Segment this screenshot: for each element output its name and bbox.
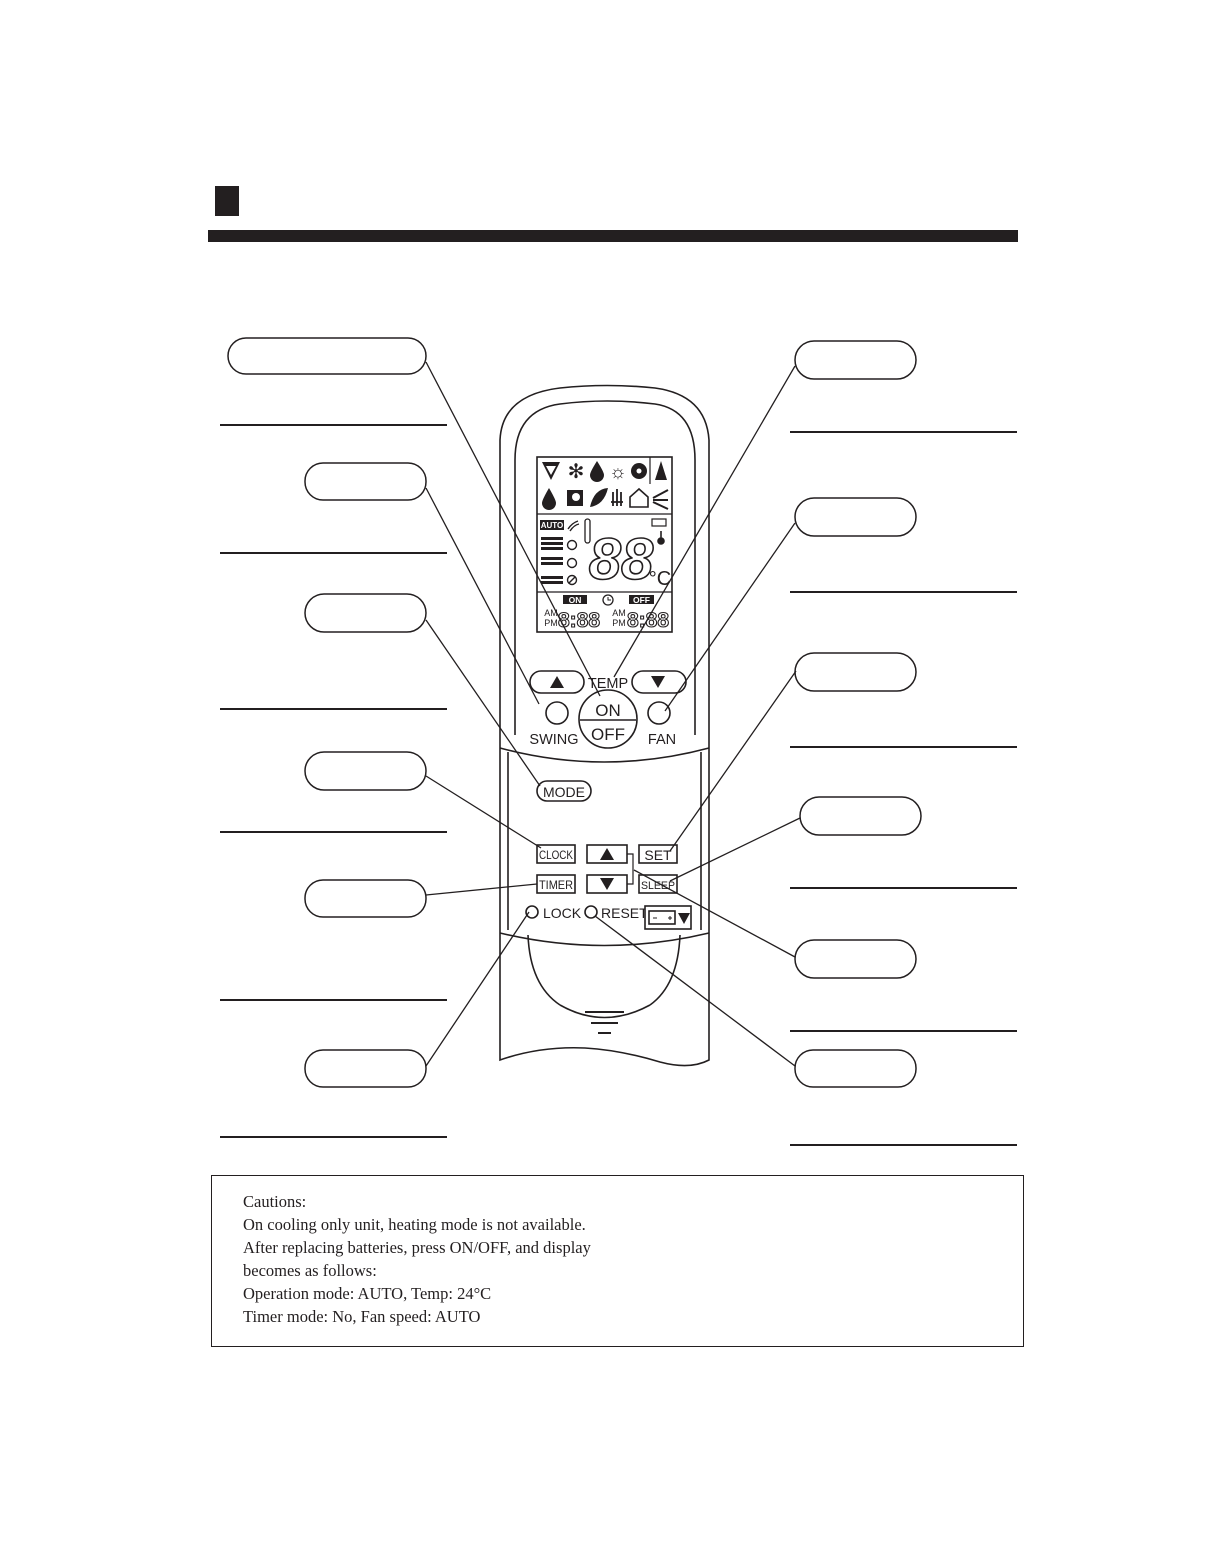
left-rules [220, 424, 447, 1138]
auto-badge [540, 520, 564, 530]
triangle-up-icon [550, 676, 564, 688]
triangle-up-icon [600, 848, 614, 860]
temp-unit: °C [649, 568, 671, 590]
lock-button[interactable] [525, 905, 539, 919]
callout-fan [794, 497, 917, 537]
clock-button[interactable]: CLOCK [536, 844, 576, 864]
on-off-button[interactable]: ON OFF [578, 689, 638, 749]
caution-line: Operation mode: AUTO, Temp: 24°C [243, 1284, 492, 1303]
off-label: OFF [591, 725, 625, 744]
timer-on-text: ON [569, 595, 582, 605]
battery-cover-release[interactable] [644, 905, 692, 930]
callout-led-display [227, 337, 427, 375]
auto-badge-text: AUTO [541, 521, 564, 530]
clock-label: CLOCK [539, 848, 573, 862]
callout-set [794, 652, 917, 692]
caution-line: Timer mode: No, Fan speed: AUTO [243, 1307, 481, 1326]
clock-icon [602, 594, 614, 606]
callout-swing [304, 462, 427, 501]
mode-label: MODE [543, 784, 585, 800]
temp-up-button[interactable] [529, 670, 585, 694]
set-button[interactable]: SET [638, 844, 678, 864]
time-down-button[interactable] [586, 874, 628, 894]
right-callouts [794, 340, 922, 1088]
heat-sun-icon: ☼ [609, 462, 626, 483]
left-callouts [227, 337, 427, 1088]
swing-signal-icon [567, 520, 580, 532]
callout-reset [794, 1049, 917, 1088]
caution-line: After replacing batteries, press ON/OFF,… [243, 1238, 591, 1257]
cautions-title: Cautions: [243, 1192, 307, 1211]
lock-label: LOCK [543, 905, 582, 921]
callout-sleep [799, 796, 922, 836]
leader-lines [425, 361, 801, 1067]
signal-icon [655, 461, 667, 480]
humidify-drop-icon [542, 488, 556, 510]
airflow-icon [652, 489, 669, 510]
mode-button[interactable]: MODE [536, 780, 592, 802]
temp-label: TEMP [588, 676, 628, 692]
section-marker [215, 186, 239, 216]
timer-label: TIMER [539, 878, 573, 892]
timer-off-badge [629, 595, 654, 604]
remote-body [499, 384, 710, 1067]
house-icon [629, 487, 649, 508]
cautions-box: Cautions: On cooling only unit, heating … [211, 1175, 1024, 1347]
fan-label: FAN [648, 732, 676, 748]
sleep-label: SLEEP [641, 880, 675, 892]
caution-line: On cooling only unit, heating mode is no… [243, 1215, 586, 1234]
header-rule [208, 230, 1018, 242]
callout-clock [304, 751, 427, 791]
triangle-down-icon [678, 913, 690, 924]
am-right: AM [612, 608, 626, 618]
triangle-down-icon [651, 676, 665, 688]
pm-left: PM [544, 618, 558, 628]
battery-cover-grip [585, 1011, 624, 1034]
cool-snowflake-icon: ✻ [568, 461, 585, 483]
heater-icon [611, 489, 623, 506]
thermometer-icon [584, 518, 591, 544]
pm-right: PM [612, 618, 626, 628]
set-label: SET [644, 847, 672, 863]
battery-level-icon [651, 518, 667, 527]
auto-mode-icon [542, 462, 560, 480]
am-left: AM [544, 608, 558, 618]
lcd-display: ✻ ☼ AUTO 88 °C ON [536, 456, 673, 633]
leaf-icon [590, 488, 608, 507]
time-adjust-bracket [627, 853, 634, 885]
caution-line: becomes as follows: [243, 1261, 377, 1280]
dry-drop-icon [590, 461, 604, 482]
fan-speed-bars [541, 537, 563, 584]
reset-label: RESET [601, 905, 648, 921]
timer-on-badge [563, 595, 587, 604]
callout-time-adjust [794, 939, 917, 979]
time-up-button[interactable] [586, 844, 628, 864]
fan-button[interactable] [647, 701, 671, 725]
timer-button[interactable]: TIMER [536, 874, 576, 894]
callout-timer [304, 879, 427, 918]
right-rules [790, 431, 1017, 1146]
key-lock-icon [657, 531, 665, 545]
callout-on-off [794, 340, 917, 380]
swing-label: SWING [529, 732, 578, 748]
on-label: ON [595, 701, 621, 720]
swing-button[interactable] [545, 701, 569, 725]
battery-icon [648, 910, 676, 925]
temp-down-button[interactable] [631, 670, 687, 694]
temp-digits: 88 [589, 527, 654, 592]
off-time-readout: 8:88 [627, 609, 669, 632]
fan-speed-icons [566, 539, 578, 586]
reset-button[interactable] [584, 905, 598, 919]
triangle-down-icon [600, 878, 614, 890]
callout-mode [304, 593, 427, 633]
callout-lock [304, 1049, 427, 1088]
timer-off-text: OFF [633, 595, 650, 605]
